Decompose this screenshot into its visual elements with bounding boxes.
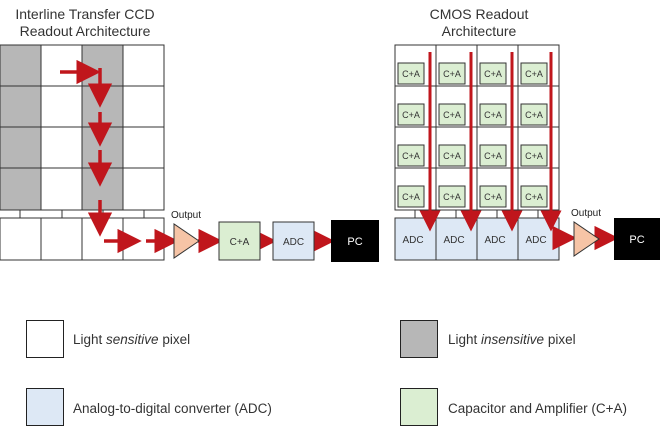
cmos-ca-cell-label: C+A	[443, 151, 461, 161]
cmos-ca-cell	[438, 62, 466, 85]
ccd-pc-box	[331, 220, 379, 262]
cmos-pc-label: PC	[629, 234, 644, 246]
cmos-ca-cell	[520, 62, 548, 85]
cmos-ca-cell-label: C+A	[402, 151, 420, 161]
cmos-ca-cell	[397, 144, 425, 167]
cmos-ca-cell	[479, 144, 507, 167]
cmos-ca-cell	[438, 103, 466, 126]
cmos-ca-cell-label: C+A	[525, 192, 543, 202]
legend-sensitive-prefix: Light	[73, 332, 107, 347]
cmos-readout-arrows	[419, 52, 619, 251]
ccd-title-line1: Interline Transfer CCD	[15, 6, 155, 22]
cmos-ca-cell	[438, 144, 466, 167]
cmos-ca-cell	[479, 103, 507, 126]
cmos-adc-label-2: ADC	[443, 235, 464, 246]
ccd-serial-register	[0, 210, 165, 261]
cmos-adc-row: ADC ADC ADC ADC	[394, 210, 560, 261]
legend-insensitive-label: Light insensitive pixel	[448, 332, 576, 347]
ccd-pc-label: PC	[347, 236, 362, 248]
cmos-ca-cell-label: C+A	[525, 110, 543, 120]
ccd-charge-transfer-arrows	[60, 59, 335, 254]
ccd-title: Interline Transfer CCD Readout Architect…	[0, 6, 170, 40]
legend-sensitive-label: Light sensitive pixel	[73, 332, 190, 347]
ccd-title-line2: Readout Architecture	[19, 23, 151, 39]
cmos-pixel-array: C+A C+A C+A C+A C+A C+A C+A C+A C+A C+A C+A C+A C+A C…	[394, 44, 560, 211]
legend-sensitive-emph: sensitive	[106, 332, 159, 347]
legend-ca-swatch	[400, 388, 438, 426]
cmos-adc-label-3: ADC	[484, 235, 505, 246]
cmos-ca-cell-label: C+A	[443, 69, 461, 79]
cmos-ca-cell-label: C+A	[402, 192, 420, 202]
legend-insensitive-swatch	[400, 320, 438, 358]
cmos-output-label: Output	[571, 208, 601, 219]
cmos-ca-cell	[520, 144, 548, 167]
cmos-ca-cell	[479, 62, 507, 85]
ccd-ca-box	[218, 221, 261, 261]
legend-sensitive-swatch	[26, 320, 64, 358]
cmos-ca-cell-label: C+A	[402, 69, 420, 79]
legend-adc-swatch	[26, 388, 64, 426]
legend-sensitive-suffix: pixel	[158, 332, 191, 347]
cmos-title-line2: Architecture	[441, 23, 517, 39]
cmos-ca-cell	[520, 185, 548, 208]
cmos-ca-cell	[397, 62, 425, 85]
cmos-output-amplifier	[573, 221, 600, 257]
cmos-ca-cell	[438, 185, 466, 208]
cmos-ca-cell-label: C+A	[484, 69, 502, 79]
legend-insensitive-emph: insensitive	[481, 332, 545, 347]
legend-insensitive-suffix: pixel	[544, 332, 576, 347]
legend-adc-label: Analog-to-digital converter (ADC)	[73, 401, 272, 416]
cmos-ca-cell-label: C+A	[525, 69, 543, 79]
cmos-pc-box	[614, 218, 660, 260]
cmos-ca-cell	[397, 103, 425, 126]
ccd-output-label: Output	[171, 210, 201, 221]
cmos-ca-cell-label: C+A	[484, 151, 502, 161]
ccd-ca-label: C+A	[230, 237, 250, 248]
legend-insensitive-prefix: Light	[448, 332, 482, 347]
cmos-ca-cell-label: C+A	[443, 192, 461, 202]
cmos-adc-label-1: ADC	[402, 235, 423, 246]
cmos-ca-cell	[397, 185, 425, 208]
legend-ca-label: Capacitor and Amplifier (C+A)	[448, 401, 627, 416]
ccd-adc-label: ADC	[283, 237, 304, 248]
ccd-output-amplifier	[173, 223, 200, 259]
cmos-ca-cell	[479, 185, 507, 208]
cmos-ca-cell-label: C+A	[484, 192, 502, 202]
ccd-adc-box	[272, 221, 315, 261]
cmos-ca-cell-label: C+A	[443, 110, 461, 120]
cmos-title-line1: CMOS Readout	[429, 6, 529, 22]
cmos-title: CMOS Readout Architecture	[398, 6, 560, 40]
cmos-ca-cell	[520, 103, 548, 126]
cmos-adc-label-4: ADC	[525, 235, 546, 246]
cmos-ca-cell-label: C+A	[484, 110, 502, 120]
cmos-ca-cell-label: C+A	[525, 151, 543, 161]
cmos-ca-cell-label: C+A	[402, 110, 420, 120]
ccd-pixel-array	[0, 44, 165, 211]
cmos-ca-cells: C+A C+A C+A C+A C+A C+A C+A C+A C+A C+A C+A C+A C+A C…	[397, 62, 548, 208]
